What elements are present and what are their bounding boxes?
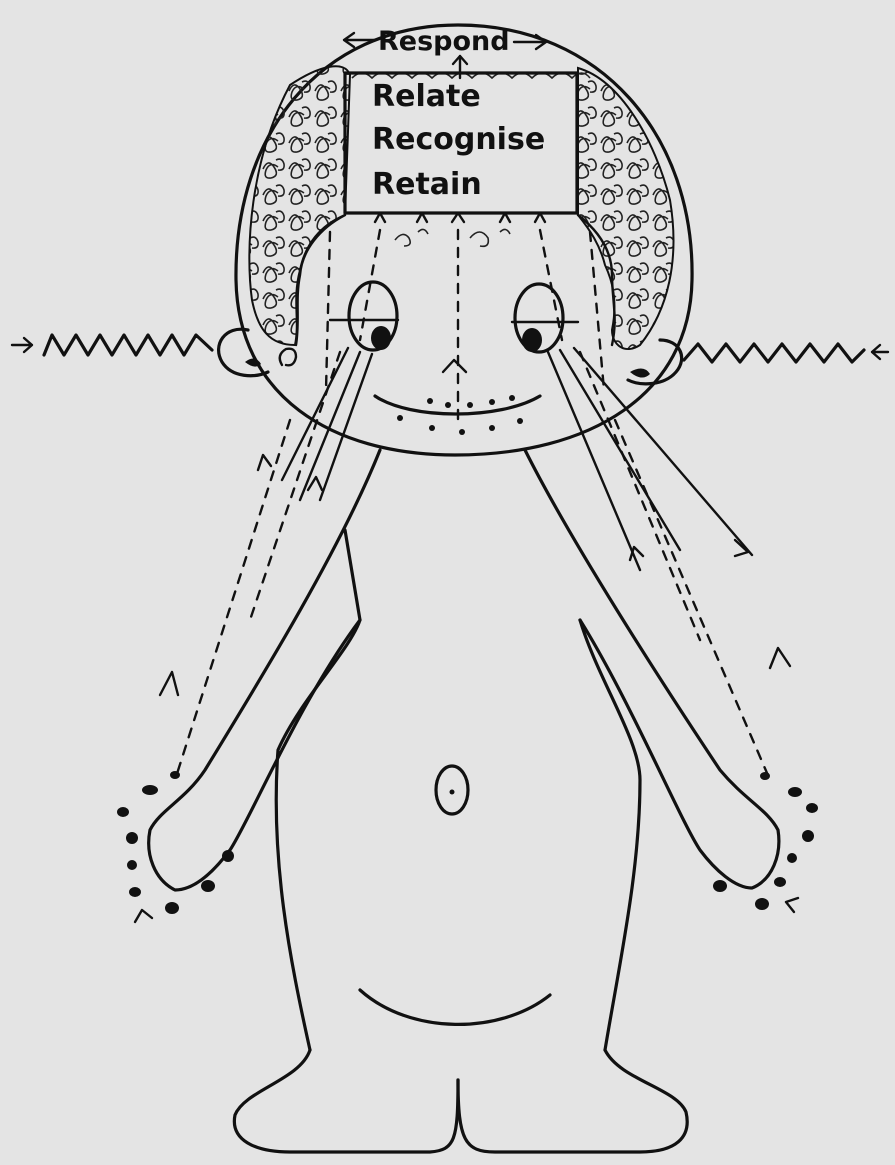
pupil-right — [522, 328, 542, 352]
left-arm — [149, 450, 380, 890]
right-arm — [525, 450, 779, 888]
crotch-line — [360, 990, 550, 1024]
navel-dot — [450, 790, 455, 795]
respond-label: Respond — [378, 26, 510, 57]
touch-right-arrowhead — [786, 898, 798, 912]
hair-left — [249, 66, 350, 345]
touch-paths — [160, 420, 790, 780]
sound-left-zigzag — [44, 335, 212, 355]
touch-left-arrowhead — [135, 910, 152, 922]
fingertip-dots-right — [713, 772, 818, 910]
hair-brow-curls — [395, 229, 510, 246]
ear-left-swirl — [280, 349, 296, 366]
sound-waves — [12, 335, 888, 362]
hair-right — [578, 68, 673, 349]
respond-label-group: Respond — [344, 26, 546, 78]
sound-left-arrowhead — [12, 338, 32, 352]
brain-box: Relate Recognise Retain — [345, 73, 577, 213]
ear-right-inner — [630, 368, 650, 377]
face-contour — [296, 215, 615, 345]
box-line-relate: Relate — [372, 79, 481, 114]
respond-right-arrow — [514, 35, 546, 49]
fingertip-dots-left — [117, 771, 234, 914]
torso-left — [276, 620, 360, 1050]
right-leg — [458, 1050, 687, 1152]
pupil-left — [371, 326, 391, 350]
nose — [443, 360, 466, 372]
sound-right-zigzag — [684, 344, 864, 362]
box-line-retain: Retain — [372, 167, 482, 202]
body — [149, 450, 779, 1152]
ear-left-inner — [245, 358, 261, 366]
sight-lines — [250, 348, 752, 640]
sound-right-arrowhead — [872, 345, 888, 359]
box-line-recognise: Recognise — [372, 122, 545, 157]
eyes — [330, 282, 578, 352]
respond-left-arrow — [344, 33, 374, 47]
left-leg — [234, 1050, 458, 1152]
torso-right — [580, 620, 640, 1050]
